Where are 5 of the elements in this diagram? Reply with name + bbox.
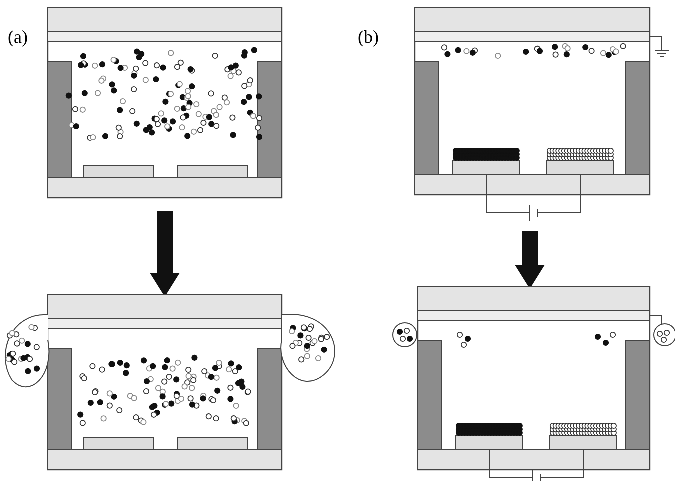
display-cell-drawing: [45, 5, 285, 201]
panel-label: (b): [358, 27, 379, 47]
arrow: [515, 231, 545, 289]
arrow: [150, 211, 180, 297]
panel-label: (a): [8, 27, 28, 47]
